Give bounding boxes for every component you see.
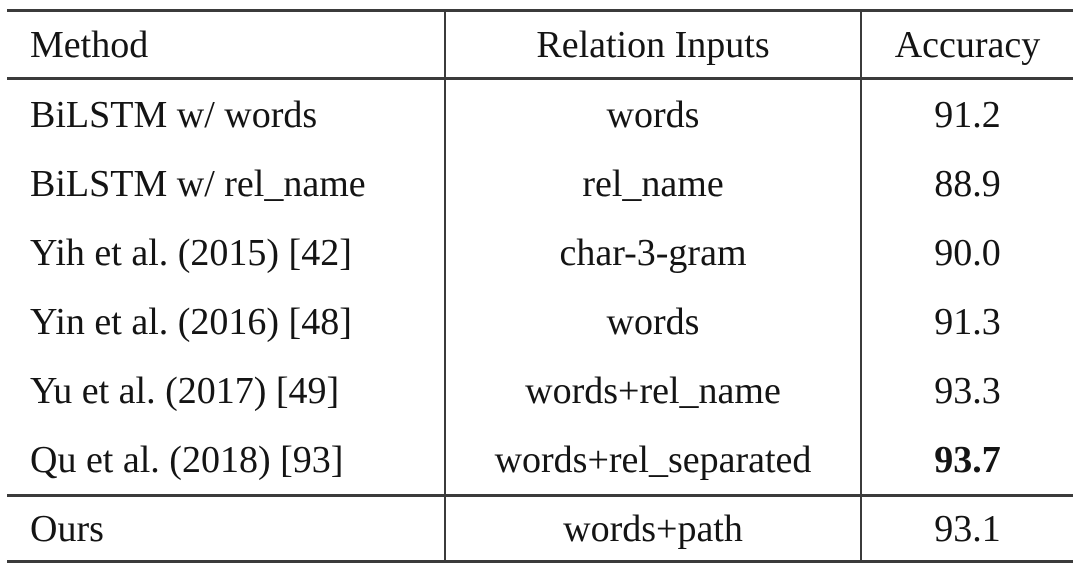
inputs-cell: words+path xyxy=(445,494,862,562)
inputs-cell: rel_name xyxy=(445,149,862,218)
table-row: BiLSTM w/ words words 91.2 xyxy=(7,78,1073,149)
accuracy-cell: 93.1 xyxy=(861,494,1073,562)
results-table: Method Relation Inputs Accuracy BiLSTM w… xyxy=(7,9,1073,563)
table-header-row: Method Relation Inputs Accuracy xyxy=(7,10,1073,80)
accuracy-cell: 88.9 xyxy=(934,162,1001,205)
method-cell: Yin et al. (2016) [48] xyxy=(7,287,446,356)
column-header-accuracy: Accuracy xyxy=(861,10,1073,80)
inputs-cell: words+rel_separated xyxy=(445,425,862,496)
method-cell: Ours xyxy=(7,494,446,562)
inputs-cell: words xyxy=(445,287,862,356)
method-cell: Yu et al. (2017) [49] xyxy=(7,356,446,425)
method-cell: BiLSTM w/ rel_name xyxy=(7,149,446,218)
table-ours-section: Ours words+path 93.1 xyxy=(7,494,1073,562)
accuracy-cell: 93.7 xyxy=(934,438,1001,481)
method-cell: Yih et al. (2015) [42] xyxy=(7,218,446,287)
table-row: Yu et al. (2017) [49] words+rel_name 93.… xyxy=(7,356,1073,425)
accuracy-cell: 91.3 xyxy=(934,300,1001,343)
table-row: BiLSTM w/ rel_name rel_name 88.9 xyxy=(7,149,1073,218)
method-cell: BiLSTM w/ words xyxy=(7,78,446,149)
inputs-cell: char-3-gram xyxy=(445,218,862,287)
table-row: Yih et al. (2015) [42] char-3-gram 90.0 xyxy=(7,218,1073,287)
table-row: Yin et al. (2016) [48] words 91.3 xyxy=(7,287,1073,356)
table-row-ours: Ours words+path 93.1 xyxy=(7,494,1073,562)
method-cell: Qu et al. (2018) [93] xyxy=(7,425,446,496)
table-header: Method Relation Inputs Accuracy xyxy=(7,10,1073,80)
inputs-cell: words xyxy=(445,78,862,149)
accuracy-cell: 90.0 xyxy=(934,231,1001,274)
table-row: Qu et al. (2018) [93] words+rel_separate… xyxy=(7,425,1073,496)
accuracy-cell: 91.2 xyxy=(934,93,1001,136)
inputs-cell: words+rel_name xyxy=(445,356,862,425)
column-header-method: Method xyxy=(7,10,446,80)
table-body: BiLSTM w/ words words 91.2 BiLSTM w/ rel… xyxy=(7,78,1073,496)
accuracy-cell: 93.3 xyxy=(934,369,1001,412)
column-header-relation-inputs: Relation Inputs xyxy=(445,10,862,80)
